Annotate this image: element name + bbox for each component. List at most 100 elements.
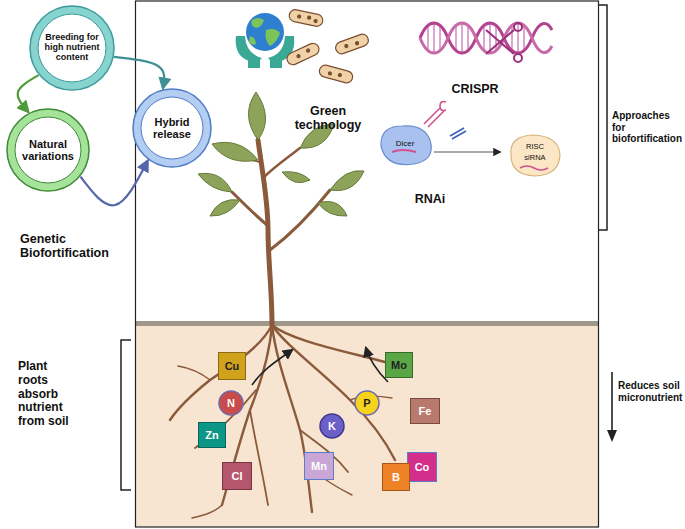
rnai-illustration (511, 135, 560, 176)
globe-hands-icon (236, 13, 295, 68)
rnai-illustration (434, 151, 500, 152)
method-label: RNAi (405, 192, 455, 206)
rnai-illustration (520, 166, 548, 170)
globe-hands-icon (249, 36, 256, 45)
crispr-helix (489, 24, 491, 52)
plant-illustration (230, 140, 330, 325)
bacteria-icon (297, 15, 301, 19)
bacteria-icon (344, 44, 348, 48)
method-label: Green technology (286, 104, 370, 133)
globe-hands-icon (236, 36, 262, 63)
bracket (121, 5, 607, 490)
crispr-helix (523, 27, 525, 49)
nutrient-circle: N (218, 390, 244, 416)
flow-arrow (114, 57, 164, 88)
crispr-helix (455, 27, 457, 49)
bacteria-icon (328, 72, 332, 76)
element-symbol: N (227, 397, 235, 409)
bacteria-icon (318, 64, 354, 84)
crispr-helix (486, 23, 522, 62)
bacteria-icon (285, 41, 321, 66)
flow-arrow (18, 75, 39, 112)
crispr-helix (433, 24, 435, 52)
bracket-label: Approaches for biofortification (612, 110, 685, 145)
bacteria-icon (285, 9, 370, 85)
element-symbol: Cu (225, 360, 240, 372)
bacteria-icon (334, 33, 370, 56)
process-circle: Breeding for high nutrient content (29, 5, 115, 91)
nutrient-box: Cu (218, 352, 246, 380)
element-symbol: K (328, 420, 336, 432)
ring-outline (133, 89, 211, 167)
soil-region (136, 325, 598, 527)
bracket-label: Plant roots absorb nutrient from soil (18, 360, 80, 429)
rnai-illustration (450, 128, 466, 139)
element-symbol: Mn (311, 460, 327, 472)
bacteria-icon (285, 41, 321, 66)
uptake-arrow (252, 350, 292, 385)
complex-label: RISC (515, 143, 555, 152)
rnai-illustration (424, 108, 444, 127)
nutrient-box: Cl (222, 462, 252, 490)
ring-inner (38, 14, 106, 82)
nutrient-circle: K (319, 413, 345, 439)
root-system (170, 325, 395, 518)
crispr-helix (514, 23, 522, 31)
nutrient-box: Zn (198, 422, 226, 448)
bacteria-icon (318, 64, 354, 84)
down-arrow (607, 430, 617, 442)
bacteria-icon (338, 73, 342, 77)
rnai-illustration (381, 126, 431, 165)
flow-arrow (80, 161, 147, 205)
globe-hands-icon (252, 18, 265, 28)
ring-outline (7, 109, 89, 191)
bacteria-icon (306, 49, 310, 53)
globe-hands-icon (248, 60, 260, 68)
bracket (599, 5, 607, 230)
nutrient-box: Mo (385, 352, 413, 378)
frame (136, 1, 599, 527)
bacteria-icon (307, 16, 311, 20)
section-label: Genetic Biofortification (20, 232, 135, 261)
ring-inner (141, 97, 203, 159)
plant-illustration (330, 171, 364, 191)
globe-hands-icon (270, 60, 282, 68)
element-symbol: P (363, 397, 370, 409)
bacteria-icon (288, 9, 324, 28)
annotation-label: Reduces soil micronutrient (618, 380, 685, 403)
plant-illustration (282, 172, 310, 183)
soil-region (136, 321, 598, 527)
process-label: Natural variations (18, 138, 78, 162)
ring-inner (15, 117, 81, 183)
bacteria-icon (288, 9, 324, 28)
nutrient-box: Co (407, 452, 437, 482)
bracket (121, 340, 131, 490)
process-circle: Natural variations (6, 108, 90, 192)
rnai-illustration (381, 102, 560, 177)
element-symbol: Co (415, 461, 430, 473)
element-symbol: B (392, 471, 400, 483)
uptake-arrow (252, 348, 388, 385)
root-system (272, 325, 395, 460)
rnai-illustration (392, 150, 416, 152)
globe-hands-icon (246, 13, 284, 51)
root-system (178, 366, 210, 380)
enzyme-label: Dicer (385, 139, 425, 148)
circle-outline (355, 391, 379, 415)
process-circle: Hybrid release (132, 88, 212, 168)
element-symbol: Zn (205, 429, 218, 441)
plant-illustration (248, 92, 265, 140)
root-system (250, 410, 268, 505)
crispr-helix (420, 23, 552, 53)
element-symbol: Mo (391, 359, 407, 371)
down-arrow (607, 372, 617, 442)
crispr-helix (517, 24, 519, 52)
nutrient-box: B (382, 463, 410, 491)
bacteria-icon (314, 19, 318, 23)
method-label: CRISPR (440, 82, 510, 96)
bacteria-icon (296, 54, 300, 58)
nutrient-box: Fe (410, 398, 440, 424)
element-symbol: Cl (232, 470, 243, 482)
crispr-helix (486, 30, 514, 54)
